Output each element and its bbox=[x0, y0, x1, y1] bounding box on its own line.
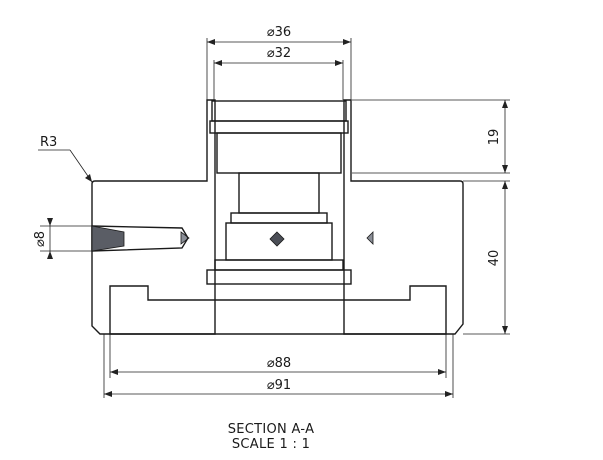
base-cavity bbox=[109, 285, 447, 335]
section-caption: SECTION A-A SCALE 1 : 1 bbox=[228, 422, 315, 452]
dim-height-40: 40 bbox=[487, 250, 502, 267]
dim-radius-3: R3 bbox=[40, 135, 57, 150]
lower-ring bbox=[214, 259, 344, 271]
caption-section-name: SECTION A-A bbox=[228, 422, 315, 437]
lower-flange bbox=[206, 269, 352, 285]
neck-bore bbox=[238, 172, 320, 214]
dim-diameter-91: ⌀91 bbox=[267, 378, 291, 393]
middle-ring bbox=[230, 212, 328, 224]
dim-diameter-8: ⌀8 bbox=[33, 231, 48, 247]
side-port bbox=[91, 225, 189, 252]
left-notch bbox=[180, 231, 190, 245]
upper-bore bbox=[216, 132, 342, 174]
dim-diameter-88: ⌀88 bbox=[267, 356, 291, 371]
dimension-lines bbox=[38, 38, 510, 398]
dimension-labels: ⌀36 ⌀32 19 40 R3 ⌀8 ⌀88 ⌀91 bbox=[33, 25, 502, 393]
bore-diamond-mark bbox=[269, 231, 285, 247]
dim-height-19: 19 bbox=[487, 129, 502, 146]
bore-interior bbox=[109, 100, 447, 335]
top-counterbore bbox=[211, 100, 347, 122]
section-right-half bbox=[343, 99, 464, 335]
caption-scale: SCALE 1 : 1 bbox=[232, 437, 310, 452]
dim-diameter-36: ⌀36 bbox=[267, 25, 291, 40]
top-groove bbox=[209, 120, 349, 134]
dim-diameter-32: ⌀32 bbox=[267, 46, 291, 61]
right-notch bbox=[366, 231, 374, 245]
side-port-taper bbox=[91, 225, 125, 252]
